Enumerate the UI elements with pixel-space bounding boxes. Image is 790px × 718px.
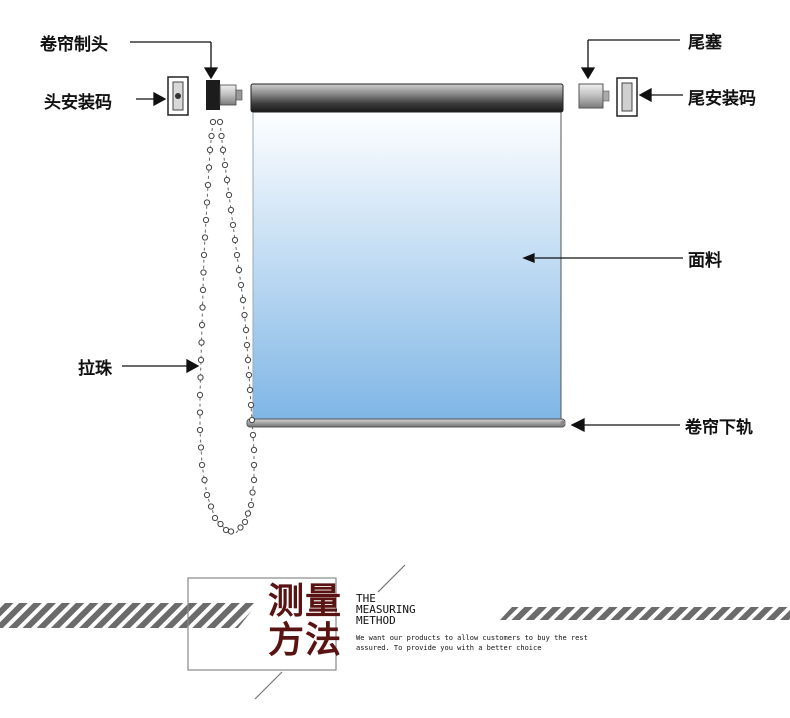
callouts [122,39,683,433]
bead [225,191,233,199]
bead [221,161,229,169]
bead [219,146,227,154]
bead [237,281,245,289]
bead [227,528,235,535]
bead [239,296,247,304]
bead [196,391,204,399]
label-bottom-rail: 卷帘下轨 [685,418,753,438]
bead [247,501,255,509]
bead [223,176,231,184]
bead [206,146,214,154]
bead [204,181,212,189]
bead [250,476,258,484]
bead [198,321,206,329]
label-tail-mount: 尾安装码 [688,89,756,109]
bead [216,118,224,126]
bead [207,503,215,510]
head-mount-bracket [167,76,189,116]
bead [242,326,250,334]
banner-desc-line1: We want our products to allow customers … [356,634,588,642]
label-head-mount: 头安装码 [44,93,112,113]
banner-en-line3: METHOD [356,614,396,627]
banner-title-line1: 测量 [268,581,343,622]
bead [248,416,256,424]
bead [198,339,205,346]
banner-en-line1: THE [356,592,376,605]
bead [201,476,208,484]
banner-desc-line2: assured. To provide you with a better ch… [356,644,542,652]
tail-mount-bracket [616,77,638,117]
bead [249,431,257,439]
bead [208,132,215,140]
bead [201,234,209,241]
label-fabric: 面料 [688,251,722,271]
bead [227,206,235,214]
bead [199,304,206,311]
bead-chain [196,118,258,535]
bead [200,251,208,259]
bead [235,266,243,274]
bead [245,371,253,379]
bead [202,216,210,224]
bead [241,518,249,526]
bead [197,356,205,364]
bead [244,510,252,517]
tail-plug [578,83,610,109]
bead [246,386,254,394]
label-head-brake: 卷帘制头 [40,35,108,55]
bead [237,524,244,531]
bead [244,356,252,364]
bead [218,132,225,140]
banner-en-line2: MEASURING [356,603,416,616]
head-brake [206,80,243,110]
bead [209,118,217,126]
fabric-panel [252,109,562,421]
bead [217,520,224,528]
bead [196,409,204,416]
bead [222,526,230,534]
bead-chain-strand [219,121,255,534]
bead [241,311,248,319]
bead [250,461,258,469]
bead [231,236,239,244]
bead [197,374,204,381]
bead [196,426,204,434]
label-tail-plug: 尾塞 [688,33,722,53]
bead [211,514,219,522]
bead [203,491,211,499]
banner-graphics [0,564,790,700]
bead [200,269,207,276]
bead [199,286,207,294]
bead [250,446,258,454]
bead-chain-strand [199,121,237,534]
bottom-rail [246,418,566,428]
label-bead-chain: 拉珠 [78,359,112,379]
bead [243,341,251,349]
bead [197,444,205,451]
bead [229,221,237,229]
roller-tube [250,83,564,113]
bead [205,164,213,171]
bead [233,251,241,259]
bead [198,461,206,469]
bead [247,401,255,409]
bead [203,199,211,206]
banner-title-line2: 方法 [268,620,343,661]
bead [249,489,256,496]
